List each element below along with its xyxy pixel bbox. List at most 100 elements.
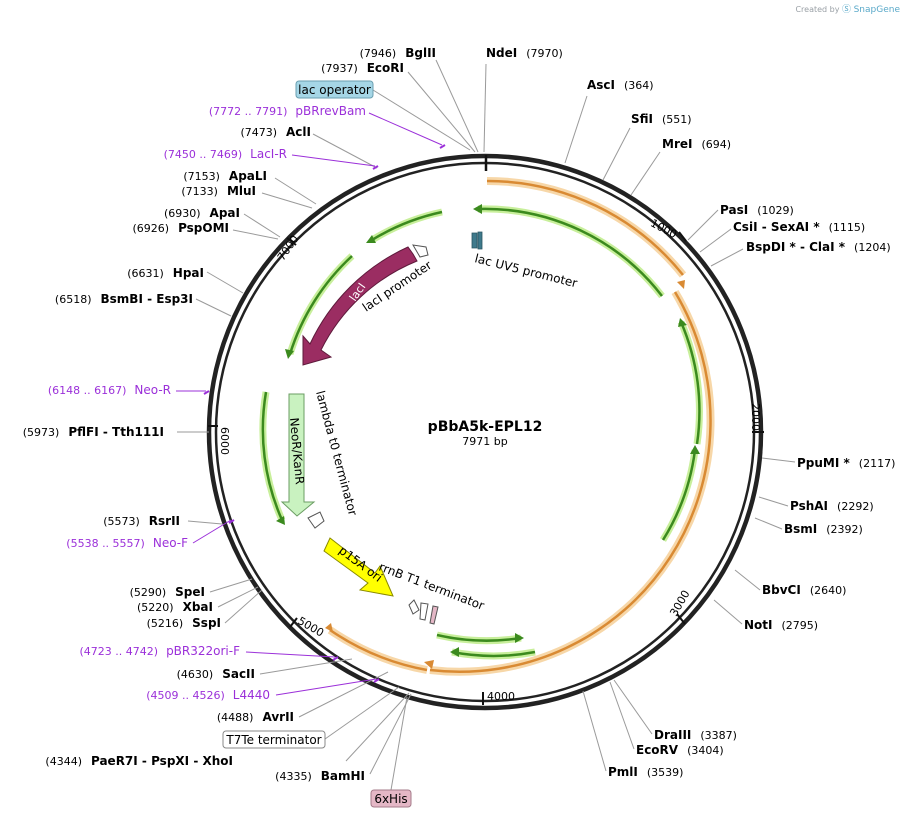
feature-box-6xhis[interactable]: 6xHis [370,789,412,808]
primer-leader-neo-f [192,519,232,544]
site-mrei[interactable]: MreI(694) [662,137,731,151]
feature-label-neor-kanr: NeoR/KanR [287,417,307,485]
leader-bglii [435,59,479,153]
primer-l4440[interactable]: (4509 .. 4526) L4440 [146,688,270,702]
leader-sspi [224,589,263,624]
site-sfii[interactable]: SfiI(551) [631,112,692,126]
site-rsrii[interactable]: (5573)RsrII [103,514,180,528]
site-ppumi-name: PpuMI * [797,456,851,470]
site-paer7i[interactable]: (4344)PaeR7I - PspXI - XhoI [45,754,233,768]
leader-ecorv [609,681,635,750]
primer-laci-r[interactable]: (7450 .. 7469)LacI-R [164,147,287,161]
site-sspi-name: SspI [192,616,221,630]
leader-sfii [602,127,631,181]
feature-label-lac-uv5-promoter: lac UV5 promoter [473,251,579,290]
site-mlui[interactable]: (7133)MluI [181,184,256,198]
site-pshai-pos: (2292) [837,500,874,513]
site-hpai-name: HpaI [173,266,204,280]
site-xbai[interactable]: (5220)XbaI [137,600,213,614]
tick-5000 [289,617,298,628]
site-sspi[interactable]: (5216)SspI [147,616,221,630]
leader-bamhi [369,693,412,775]
site-pmli[interactable]: PmlI(3539) [608,765,683,779]
site-pspomi[interactable]: (6926)PspOMI [132,221,229,235]
site-acli-pos: (7473) [240,126,277,139]
site-ecorv-pos: (3404) [687,744,724,757]
site-ecori-pos: (7937) [321,62,358,75]
site-pspomi-name: PspOMI [178,221,229,235]
site-separator: - [796,240,809,254]
site-csii-pos: (1115) [829,221,866,234]
primer-pbrrevbam[interactable]: (7772 .. 7791)pBRrevBam [209,104,366,118]
site-asci-pos: (364) [624,79,654,92]
primer-neo-r[interactable]: (6148 .. 6167)Neo-R [48,383,171,397]
feature-box-lac-operator[interactable]: lac operator [295,80,374,99]
site-sacii[interactable]: (4630)SacII [177,667,255,681]
orf-1 [486,179,684,276]
site-bbvci-name: BbvCI [762,583,801,597]
leader-mlui [261,192,313,209]
primer-neo-r-name: Neo-R [134,383,171,397]
site-apai[interactable]: (6930)ApaI [164,206,240,220]
site-noti[interactable]: NotI(2795) [744,618,818,632]
primer-neo-f[interactable]: (5538 .. 5557)Neo-F [66,536,188,550]
tick-label: 4000 [487,690,515,703]
site-bglii-name: BglII [405,46,436,60]
site-spei[interactable]: (5290)SpeI [130,585,205,599]
feature-box-t7te-terminator-bg [222,730,326,749]
site-bbvci[interactable]: BbvCI(2640) [762,583,846,597]
leader-pspomi [232,229,279,240]
box-leader-lac-operator [372,89,471,151]
site-mrei-name: MreI [662,137,692,151]
site-bamhi-name: BamHI [321,769,365,783]
primer-mark-pbrrevbam [439,144,446,149]
orf-10-arrowhead [285,349,294,359]
primer-l4440-name: L4440 [233,688,270,702]
site-apali[interactable]: (7153)ApaLI [183,169,267,183]
leader-draiii [613,679,653,735]
rrnb-feature-a [408,599,420,615]
site-avrii-name: AvrII [262,710,294,724]
site-xbai-pos: (5220) [137,601,174,614]
primer-mark-pbr322ori-f [332,656,339,661]
site-bspdi-name: BspDI * [746,240,796,254]
site-noti-pos: (2795) [782,619,819,632]
orf-11 [261,391,284,521]
site-pasi[interactable]: PasI(1029) [720,203,794,217]
primer-pbr322ori-f-name: pBR322ori-F [166,644,240,658]
site-ecorv[interactable]: EcoRV(3404) [636,743,724,757]
leader-bsmbi [195,298,232,317]
leader-csii [699,228,732,253]
site-asci[interactable]: AscI(364) [587,78,654,92]
site-ndei[interactable]: NdeI(7970) [486,46,563,60]
site-bspdi[interactable]: BspDI * - ClaI *(1204) [746,240,891,254]
site-pshai[interactable]: PshAI(2292) [790,499,874,513]
orf-7 [436,633,522,642]
orf-3-glow [327,626,428,674]
site-avrii[interactable]: (4488)AvrII [217,710,294,724]
site-ecori[interactable]: (7937)EcoRI [321,61,404,75]
site-bsmi[interactable]: BsmI(2392) [784,522,863,536]
site-acli[interactable]: (7473)AclI [240,125,311,139]
lambda-t0-feature [307,511,325,529]
site-draiii[interactable]: DraIII (3387) [654,728,737,742]
site-apali-pos: (7153) [183,170,220,183]
site-ppumi[interactable]: PpuMI *(2117) [797,456,895,470]
site-apai-name: ApaI [210,206,240,220]
feature-box-t7te-terminator[interactable]: T7Te terminator [222,730,326,749]
leader-xbai [217,586,259,608]
site-csii[interactable]: CsiI - SexAI *(1115) [733,220,865,234]
primer-pbr322ori-f[interactable]: (4723 .. 4742)pBR322ori-F [80,644,241,658]
site-bglii[interactable]: (7946)BglII [360,46,436,60]
feature-box-6xhis-bg [370,789,412,808]
p15a-ori-feature [323,537,394,597]
leader-ppumi [761,457,796,463]
site-draiii-name: DraIII [654,728,691,742]
site-bamhi[interactable]: (4335)BamHI [275,769,365,783]
primer-l4440-range: (4509 .. 4526) [146,689,225,702]
site-bsmbi[interactable]: (6518)BsmBI - Esp3I [55,292,193,306]
site-pflfi[interactable]: (5973)PflFI - Tth111I [23,425,164,439]
site-draiii-pos: (3387) [700,729,737,742]
site-hpai[interactable]: (6631)HpaI [127,266,204,280]
